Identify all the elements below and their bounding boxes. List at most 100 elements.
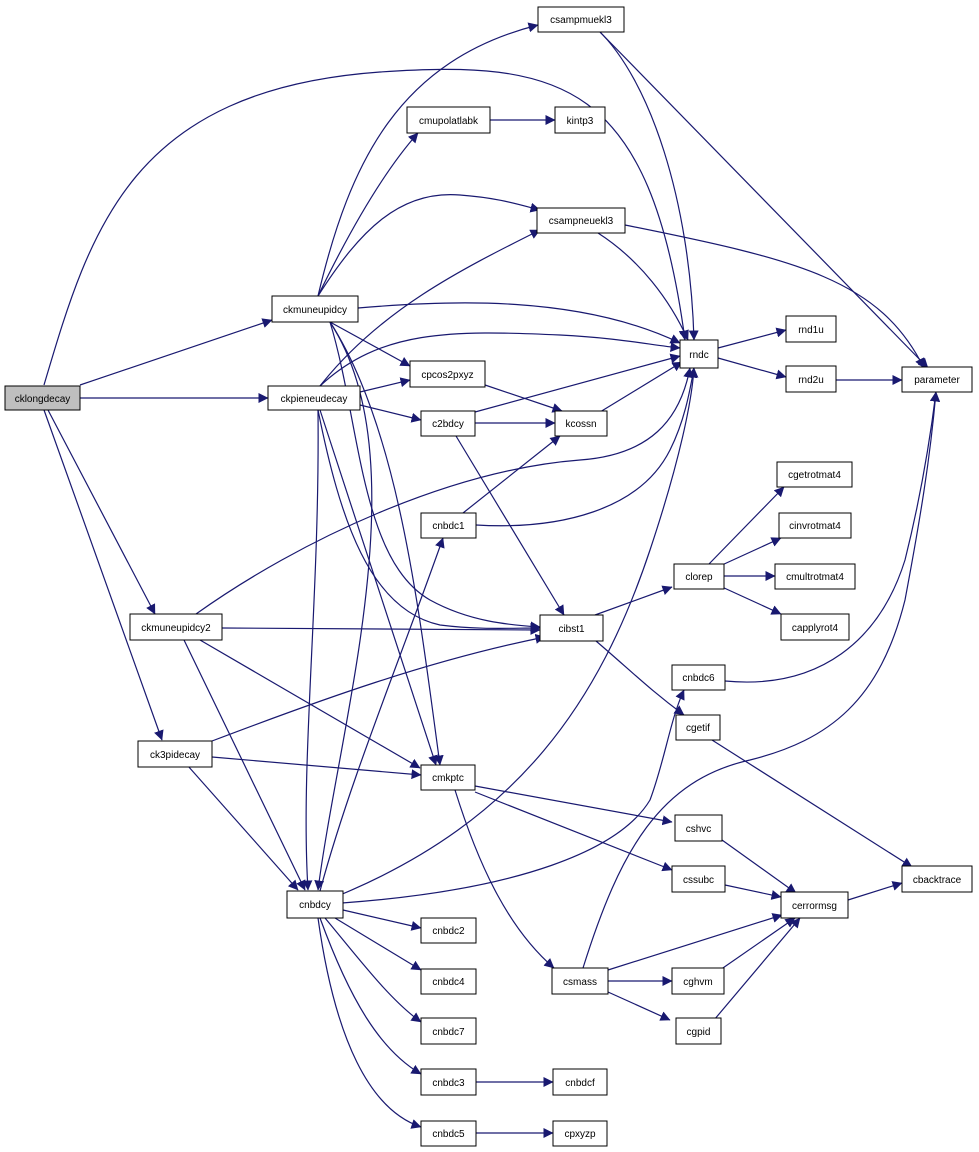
node-cbacktrace[interactable]: cbacktrace (901, 865, 973, 893)
edge-cnbdc6-parameter (724, 391, 940, 683)
node-cpcos2pxyz[interactable]: cpcos2pxyz (409, 360, 486, 388)
svg-text:ckpieneudecay: ckpieneudecay (281, 394, 348, 405)
node-ckpieneudecay[interactable]: ckpieneudecay (267, 385, 361, 411)
node-cpxyzp[interactable]: cpxyzp (552, 1120, 608, 1147)
node-cmkptc[interactable]: cmkptc (420, 764, 476, 791)
node-rnd2u[interactable]: rnd2u (785, 365, 837, 393)
edge-csampmuekl3-rndc (597, 29, 699, 341)
node-cinvrotmat4[interactable]: cinvrotmat4 (778, 512, 852, 539)
svg-text:cghvm: cghvm (683, 977, 712, 988)
node-cgetrotmat4[interactable]: cgetrotmat4 (776, 461, 853, 488)
svg-text:cgetrotmat4: cgetrotmat4 (788, 470, 841, 481)
svg-text:csampmuekl3: csampmuekl3 (550, 15, 612, 26)
svg-text:csampneuekl3: csampneuekl3 (549, 216, 614, 227)
edge-clorep-cgetrotmat4 (707, 486, 785, 566)
svg-text:cmultrotmat4: cmultrotmat4 (786, 572, 844, 583)
edge-kcossn-rndc (599, 361, 683, 413)
node-csampneuekl3[interactable]: csampneuekl3 (536, 207, 626, 234)
node-cghvm[interactable]: cghvm (671, 967, 725, 995)
svg-text:cklongdecay: cklongdecay (15, 394, 71, 405)
edge-csmass-parameter (582, 391, 941, 969)
svg-text:cmkptc: cmkptc (432, 773, 464, 784)
edge-cnbdcy-cnbdc2 (342, 909, 422, 931)
edge-cklongdecay-rndc (43, 68, 689, 386)
edge-csmass-cgpid (607, 991, 671, 1021)
edge-cnbdcy-cnbdc3 (319, 917, 422, 1075)
node-cnbdc2[interactable]: cnbdc2 (420, 917, 477, 944)
edge-clorep-cinvrotmat4 (721, 537, 782, 566)
edge-cnbdcy-cnbdc7 (324, 917, 422, 1023)
edge-cibst1-cgetif (595, 640, 685, 716)
node-cgetif[interactable]: cgetif (675, 714, 721, 741)
edge-ck3pidecay-cibst1 (211, 633, 546, 742)
edge-ckmuneupidcy-cmupolatlabk (317, 132, 419, 297)
edge-cnbdcy-cnbdc1 (319, 537, 445, 892)
node-cnbdc5[interactable]: cnbdc5 (420, 1120, 477, 1147)
svg-text:cgpid: cgpid (687, 1027, 711, 1038)
node-cnbdc7[interactable]: cnbdc7 (420, 1017, 477, 1045)
edge-csampmuekl3-parameter (597, 29, 929, 369)
edge-ckmuneupidcy-csampmuekl3 (317, 22, 539, 297)
edge-cghvm-cerrormsg (719, 917, 796, 971)
edges (43, 22, 941, 1138)
edge-cshvc-cerrormsg (721, 839, 797, 894)
edge-cnbdc1-rndc (475, 367, 698, 527)
node-cnbdc3[interactable]: cnbdc3 (420, 1068, 477, 1096)
node-cgpid[interactable]: cgpid (675, 1017, 722, 1045)
svg-text:ckmuneupidcy: ckmuneupidcy (283, 305, 347, 316)
svg-text:cnbdc5: cnbdc5 (432, 1129, 465, 1140)
svg-text:cnbdc4: cnbdc4 (432, 977, 465, 988)
edge-cmkptc-csmass (454, 789, 555, 969)
edge-cklongdecay-ckmuneupidcy2 (47, 409, 156, 615)
node-cibst1[interactable]: cibst1 (539, 614, 604, 642)
node-capplyrot4[interactable]: capplyrot4 (780, 613, 850, 641)
node-ckmuneupidcy2[interactable]: ckmuneupidcy2 (129, 613, 223, 641)
svg-text:cnbdc7: cnbdc7 (432, 1027, 465, 1038)
edge-ckmuneupidcy2-cnbdcy (183, 639, 306, 891)
node-cmultrotmat4[interactable]: cmultrotmat4 (774, 563, 856, 590)
node-clorep[interactable]: clorep (673, 563, 725, 590)
svg-text:cpxyzp: cpxyzp (564, 1129, 596, 1140)
node-cssubc[interactable]: cssubc (671, 865, 726, 893)
edge-ckmuneupidcy-cpcos2pxyz (329, 321, 411, 367)
edge-ckmuneupidcy-csampneuekl3 (317, 194, 541, 297)
node-cnbdc6[interactable]: cnbdc6 (671, 664, 726, 691)
edge-ckpieneudecay-rndc (319, 332, 681, 387)
svg-text:ck3pidecay: ck3pidecay (150, 750, 200, 761)
node-cnbdcy[interactable]: cnbdcy (286, 890, 344, 919)
svg-text:csmass: csmass (563, 977, 597, 988)
node-cnbdc4[interactable]: cnbdc4 (420, 968, 477, 995)
edge-cmkptc-cshvc (474, 785, 673, 826)
edge-ckmuneupidcy2-cibst1 (221, 624, 541, 635)
node-cnbdcf[interactable]: cnbdcf (552, 1068, 608, 1096)
node-kcossn[interactable]: kcossn (554, 410, 608, 437)
node-rndc[interactable]: rndc (679, 339, 719, 369)
node-csampmuekl3[interactable]: csampmuekl3 (537, 6, 625, 33)
node-cmupolatlabk[interactable]: cmupolatlabk (406, 106, 491, 134)
node-csmass[interactable]: csmass (551, 967, 609, 995)
node-kintp3[interactable]: kintp3 (554, 106, 606, 134)
node-parameter[interactable]: parameter (901, 366, 973, 393)
node-cshvc[interactable]: cshvc (674, 814, 723, 842)
edge-cerrormsg-cbacktrace (847, 881, 903, 901)
node-ckmuneupidcy[interactable]: ckmuneupidcy (271, 295, 359, 323)
node-c2bdcy[interactable]: c2bdcy (420, 410, 476, 437)
edge-ckpieneudecay-c2bdcy (359, 404, 422, 423)
node-cklongdecay[interactable]: cklongdecay (4, 385, 81, 411)
svg-text:cgetif: cgetif (686, 723, 710, 734)
svg-text:c2bdcy: c2bdcy (432, 419, 464, 430)
svg-text:cinvrotmat4: cinvrotmat4 (789, 521, 841, 532)
edge-cnbdc1-kcossn (462, 435, 561, 514)
svg-text:rnd1u: rnd1u (798, 325, 824, 336)
node-cnbdc1[interactable]: cnbdc1 (420, 512, 477, 539)
node-ck3pidecay[interactable]: ck3pidecay (137, 740, 213, 768)
edge-csampneuekl3-parameter (624, 224, 925, 369)
edge-ckpieneudecay-cpcos2pxyz (359, 377, 411, 393)
edge-ckmuneupidcy-cmkptc (329, 321, 444, 766)
node-cerrormsg[interactable]: cerrormsg (780, 891, 849, 919)
edge-ckpieneudecay-cibst1 (317, 409, 541, 634)
node-rnd1u[interactable]: rnd1u (785, 315, 837, 343)
svg-text:kintp3: kintp3 (567, 116, 594, 127)
edge-ckmuneupidcy2-rndc (195, 367, 694, 615)
